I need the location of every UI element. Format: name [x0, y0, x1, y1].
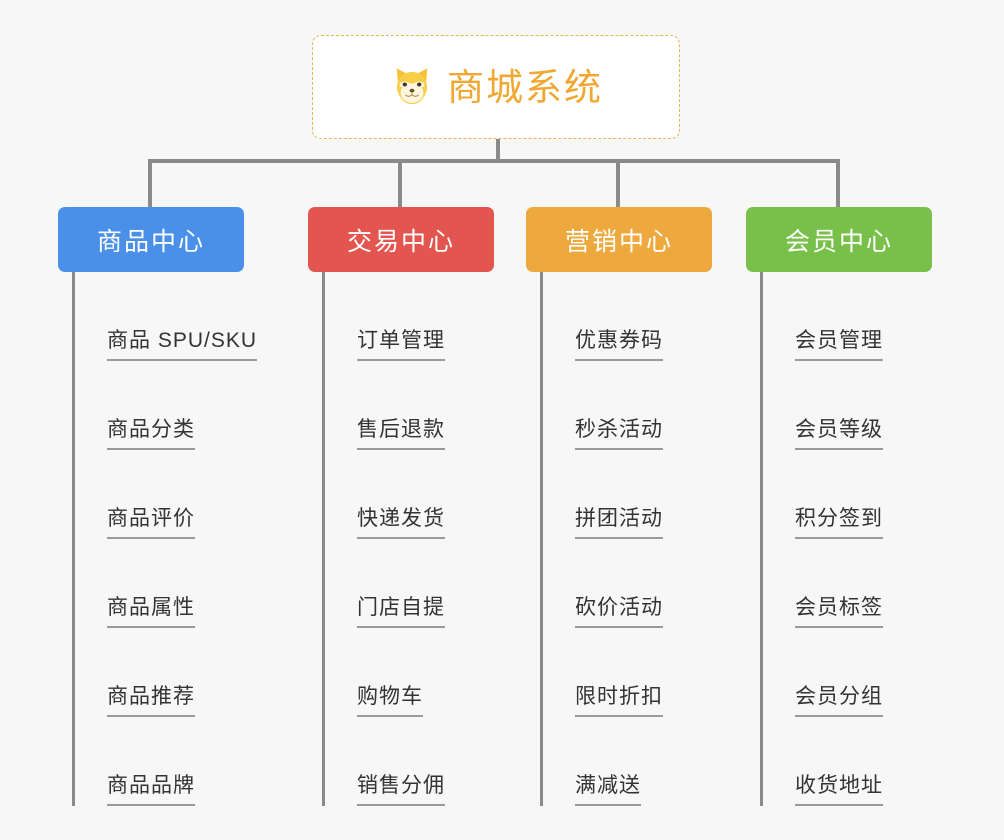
list-item[interactable]: 收货地址 — [763, 717, 932, 806]
child-label: 砍价活动 — [575, 595, 663, 628]
connector-drop-3 — [616, 159, 620, 207]
list-item[interactable]: 会员管理 — [763, 272, 932, 361]
root-node[interactable]: 商城系统 — [312, 35, 680, 139]
child-label: 商品推荐 — [107, 684, 195, 717]
child-label: 商品品牌 — [107, 773, 195, 806]
child-label: 秒杀活动 — [575, 417, 663, 450]
list-item[interactable]: 商品 SPU/SKU — [75, 272, 258, 361]
connector-root-stem — [496, 139, 500, 161]
child-list-member: 会员管理 会员等级 积分签到 会员标签 会员分组 收货地址 — [760, 272, 932, 806]
child-label: 会员标签 — [795, 595, 883, 628]
category-label: 会员中心 — [784, 227, 893, 256]
child-label: 满减送 — [575, 773, 641, 806]
branch-column-trade: 交易中心 订单管理 售后退款 快递发货 门店自提 购物车 销售分佣 — [308, 207, 494, 806]
child-label: 收货地址 — [795, 773, 883, 806]
category-header-marketing[interactable]: 营销中心 — [526, 207, 712, 272]
list-item[interactable]: 限时折扣 — [543, 628, 712, 717]
list-item[interactable]: 购物车 — [325, 628, 494, 717]
list-item[interactable]: 砍价活动 — [543, 539, 712, 628]
list-item[interactable]: 商品分类 — [75, 361, 257, 450]
category-header-member[interactable]: 会员中心 — [746, 207, 932, 272]
connector-drop-4 — [836, 159, 840, 207]
list-item[interactable]: 售后退款 — [325, 361, 494, 450]
connector-drop-2 — [398, 159, 402, 207]
child-label: 销售分佣 — [357, 773, 445, 806]
child-label: 会员分组 — [795, 684, 883, 717]
category-header-product[interactable]: 商品中心 — [58, 207, 244, 272]
child-label: 订单管理 — [357, 328, 445, 361]
child-label: 会员管理 — [795, 328, 883, 361]
list-item[interactable]: 商品推荐 — [75, 628, 257, 717]
list-item[interactable]: 销售分佣 — [325, 717, 494, 806]
category-label: 商品中心 — [96, 227, 205, 256]
child-label: 售后退款 — [357, 417, 445, 450]
category-label: 交易中心 — [346, 227, 455, 256]
child-label: 商品分类 — [107, 417, 195, 450]
list-item[interactable]: 会员分组 — [763, 628, 932, 717]
list-item[interactable]: 商品评价 — [75, 450, 257, 539]
connector-horizontal-bus — [148, 159, 840, 163]
child-label: 门店自提 — [357, 595, 445, 628]
category-label: 营销中心 — [564, 227, 673, 256]
child-label: 商品评价 — [107, 506, 195, 539]
child-label: 商品 SPU/SKU — [107, 328, 258, 361]
list-item[interactable]: 订单管理 — [325, 272, 494, 361]
child-label: 积分签到 — [795, 506, 883, 539]
child-label: 快递发货 — [357, 506, 445, 539]
list-item[interactable]: 秒杀活动 — [543, 361, 712, 450]
list-item[interactable]: 优惠券码 — [543, 272, 712, 361]
branch-column-product: 商品中心 商品 SPU/SKU 商品分类 商品评价 商品属性 商品推荐 商品品牌 — [58, 207, 258, 806]
child-label: 会员等级 — [795, 417, 883, 450]
shiba-dog-icon — [396, 68, 428, 105]
list-item[interactable]: 会员标签 — [763, 539, 932, 628]
child-list-product: 商品 SPU/SKU 商品分类 商品评价 商品属性 商品推荐 商品品牌 — [72, 272, 258, 806]
list-item[interactable]: 商品属性 — [75, 539, 257, 628]
child-label: 拼团活动 — [575, 506, 663, 539]
root-title: 商城系统 — [447, 66, 603, 108]
child-label: 优惠券码 — [575, 328, 663, 361]
child-label: 商品属性 — [107, 595, 195, 628]
list-item[interactable]: 满减送 — [543, 717, 712, 806]
category-header-trade[interactable]: 交易中心 — [308, 207, 494, 272]
child-label: 购物车 — [357, 684, 423, 717]
child-list-marketing: 优惠券码 秒杀活动 拼团活动 砍价活动 限时折扣 满减送 — [540, 272, 712, 806]
child-label: 限时折扣 — [575, 684, 663, 717]
branch-column-marketing: 营销中心 优惠券码 秒杀活动 拼团活动 砍价活动 限时折扣 满减送 — [526, 207, 712, 806]
list-item[interactable]: 商品品牌 — [75, 717, 257, 806]
branch-column-member: 会员中心 会员管理 会员等级 积分签到 会员标签 会员分组 收货地址 — [746, 207, 932, 806]
connector-drop-1 — [148, 159, 152, 207]
list-item[interactable]: 快递发货 — [325, 450, 494, 539]
child-list-trade: 订单管理 售后退款 快递发货 门店自提 购物车 销售分佣 — [322, 272, 494, 806]
list-item[interactable]: 会员等级 — [763, 361, 932, 450]
list-item[interactable]: 拼团活动 — [543, 450, 712, 539]
list-item[interactable]: 积分签到 — [763, 450, 932, 539]
list-item[interactable]: 门店自提 — [325, 539, 494, 628]
